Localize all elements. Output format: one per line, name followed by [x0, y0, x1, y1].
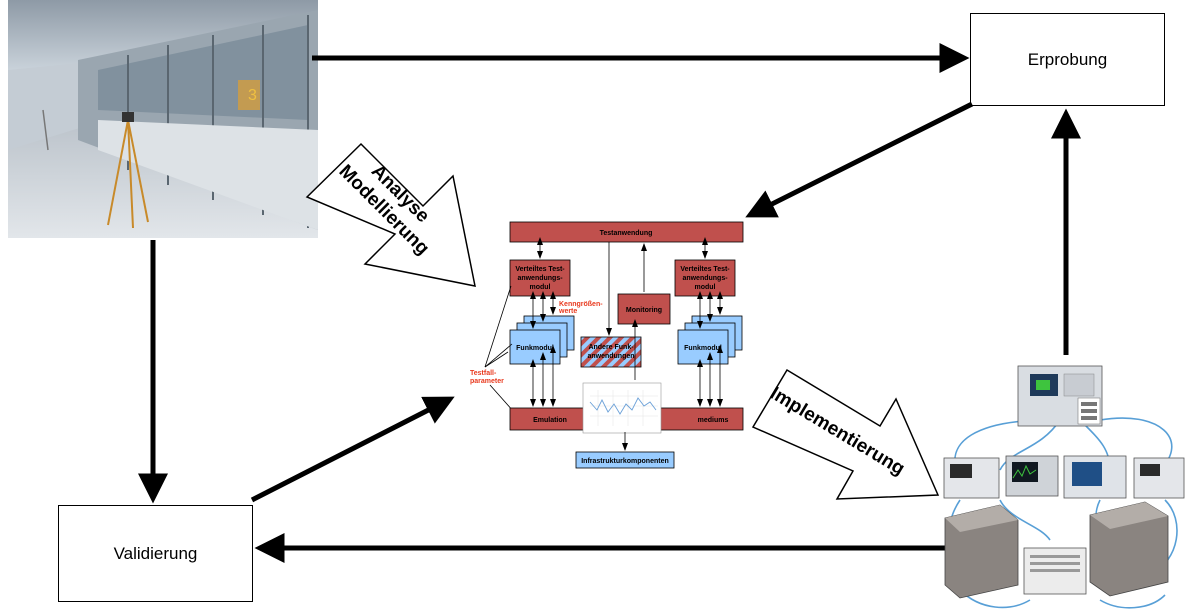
- monitoring-label: Monitoring: [626, 307, 662, 314]
- arrow-erprobung-to-testanwendung: [745, 101, 974, 218]
- andere-funk-block: [580, 336, 642, 368]
- erprobung-label: Erprobung: [1027, 49, 1108, 69]
- implementierung-arrow: Implementierung: [751, 368, 940, 500]
- verteiltes-block-right: [674, 259, 736, 297]
- validierung-box: Validierung: [58, 505, 253, 602]
- production-line-photo: 3: [8, 0, 318, 238]
- erprobung-box: Erprobung: [970, 13, 1165, 106]
- verteiltes-left-line1: Verteiltes Test-: [515, 266, 565, 273]
- monitoring-block: [617, 293, 671, 325]
- verteiltes-right-line1: Verteiltes Test-: [680, 266, 730, 273]
- architecture-diagram: Testanwendung Verteiltes Test- anwendung…: [470, 221, 744, 469]
- validierung-label: Validierung: [113, 543, 198, 563]
- kenngroessen-label-1: Kenngrößen-: [559, 301, 603, 308]
- verteiltes-block-left: [509, 259, 571, 297]
- flow-arrows: [138, 43, 1081, 563]
- verteiltes-left-line3: modul: [530, 284, 551, 291]
- infrastruktur-label: Infrastrukturkomponenten: [581, 458, 669, 465]
- kenngroessen-label-2: werte: [558, 308, 577, 315]
- measurement-chart-inset: [582, 382, 662, 434]
- verteiltes-right-line2: anwendungs-: [682, 275, 728, 282]
- testfall-label-1: Testfall-: [470, 370, 497, 377]
- funkmodul-right-label: Funkmodul: [684, 345, 722, 352]
- emulation-left-label: Emulation: [533, 417, 567, 424]
- analyse-arrow: Analyse Modellierung: [305, 142, 476, 287]
- svg-text:3: 3: [248, 87, 257, 104]
- testfall-label-2: parameter: [470, 378, 504, 385]
- andere-label-1: Andere Funk-: [588, 344, 634, 351]
- arrow-validierung-to-architecture: [250, 396, 455, 503]
- testanwendung-label: Testanwendung: [600, 230, 653, 237]
- verteiltes-left-line2: anwendungs-: [517, 275, 563, 282]
- funkmodul-left-label: Funkmodul: [516, 345, 554, 352]
- testanwendung-block: [509, 221, 744, 243]
- emulation-right-label: mediums: [698, 417, 729, 424]
- andere-label-2: anwendungen: [587, 353, 634, 360]
- verteiltes-right-line3: modul: [695, 284, 716, 291]
- test-equipment-illustration: [943, 365, 1185, 609]
- infrastruktur-block: [575, 451, 675, 469]
